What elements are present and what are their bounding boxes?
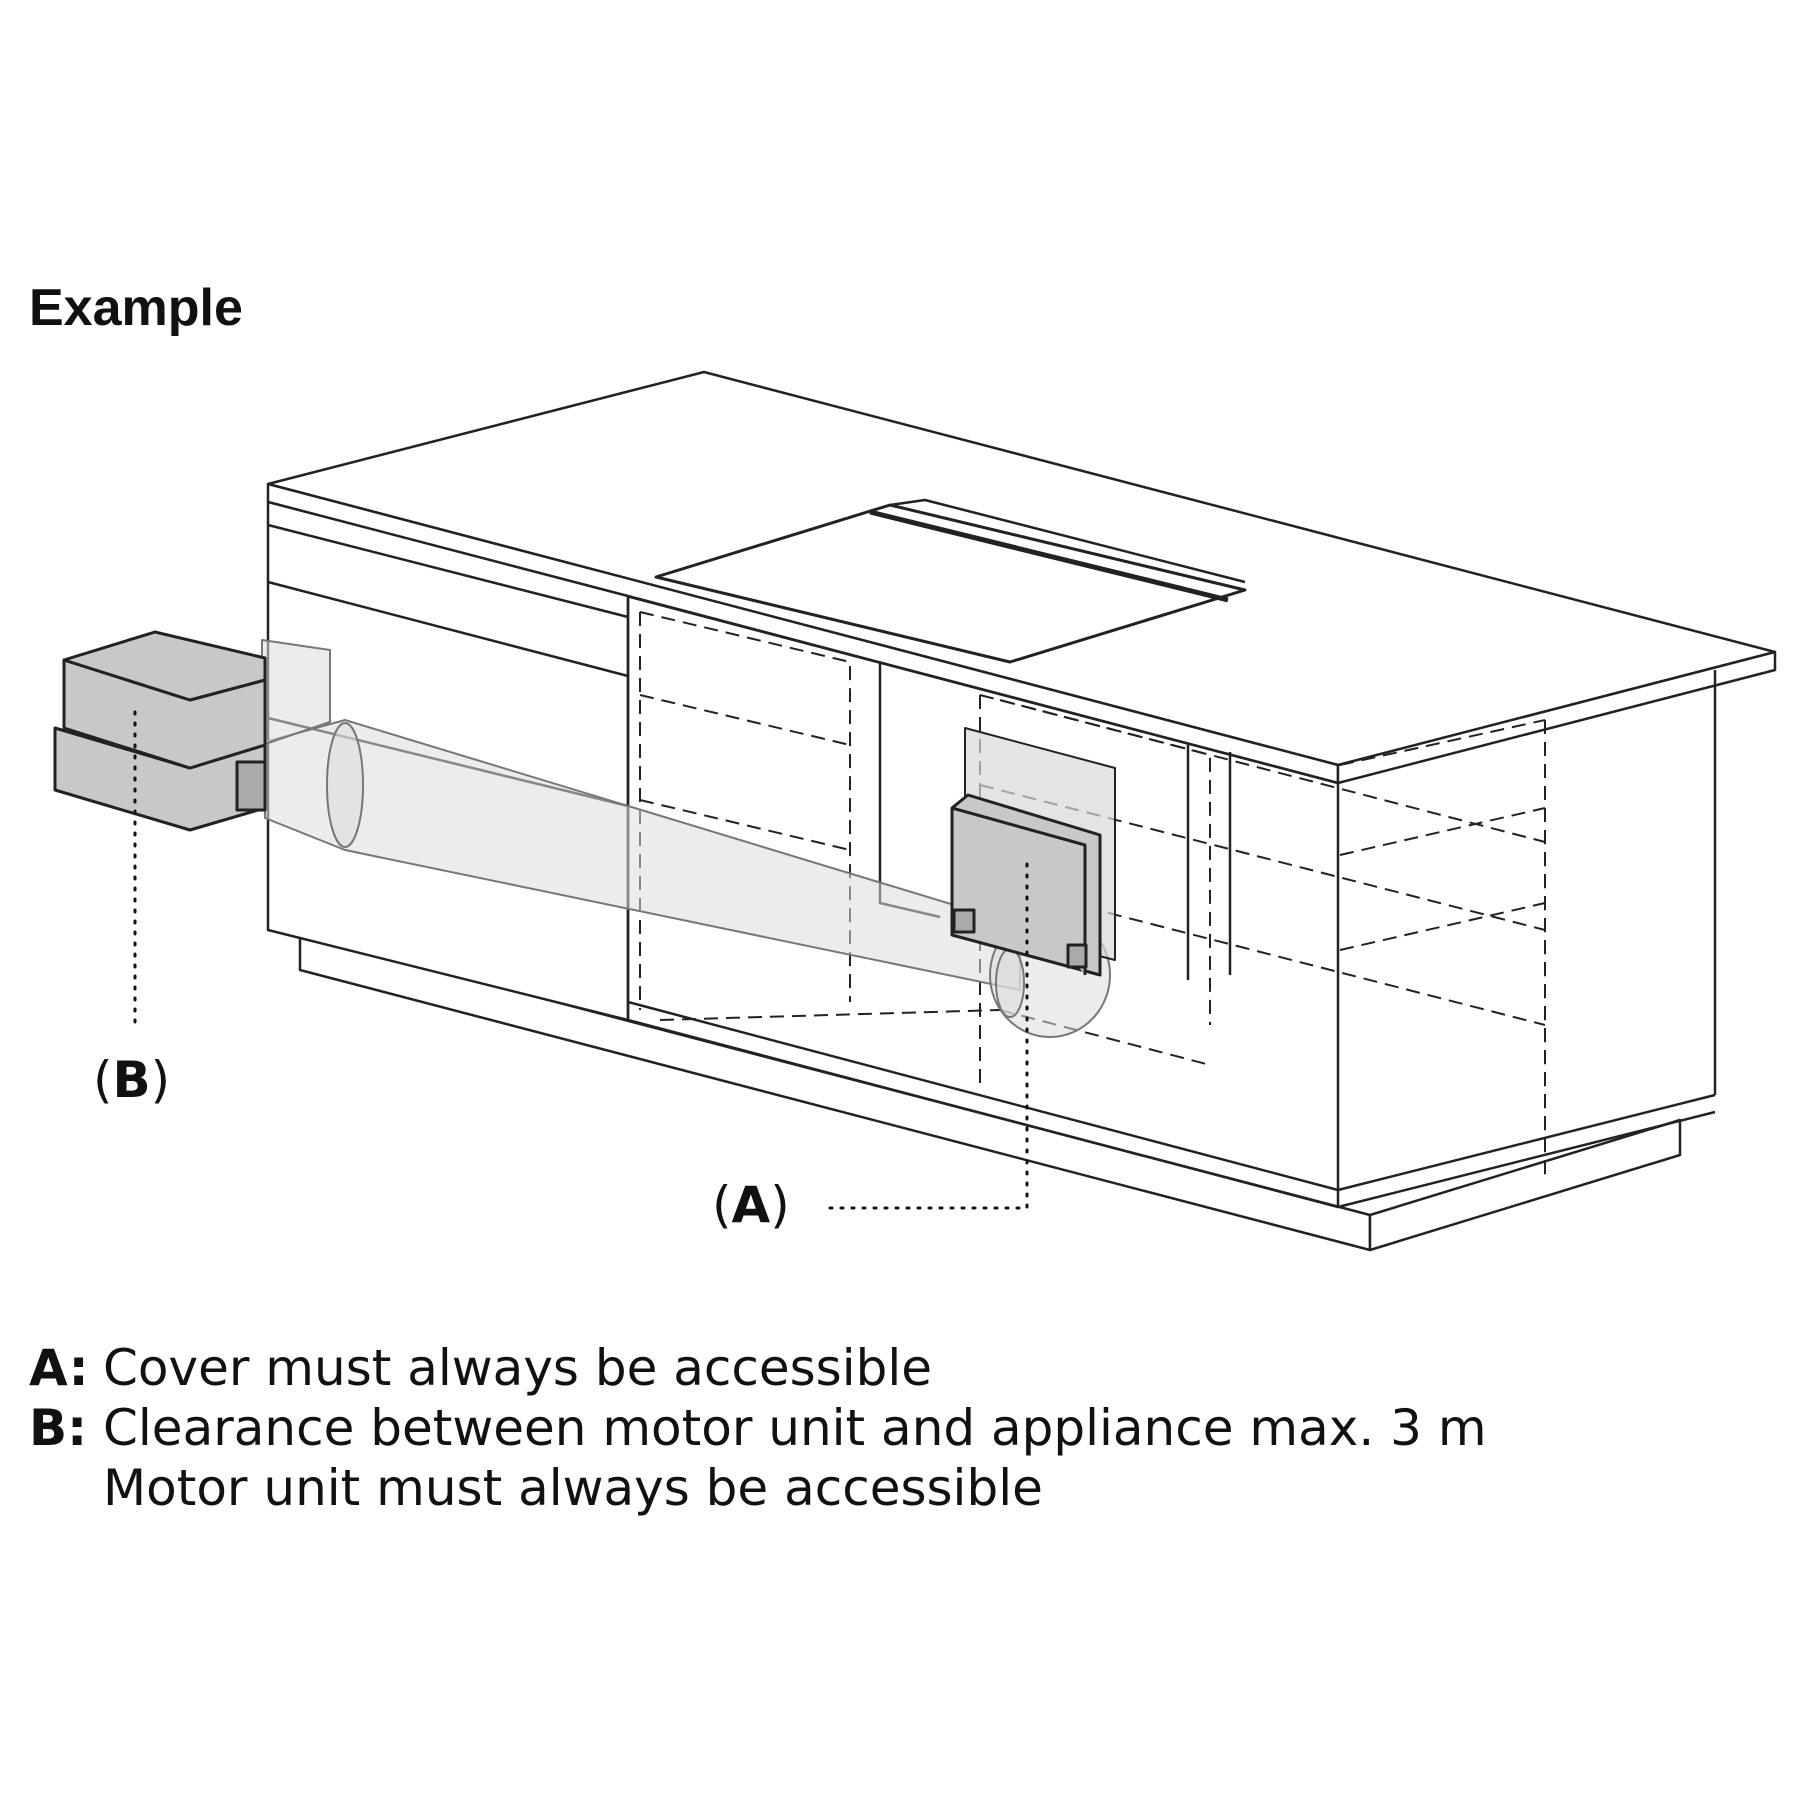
access-cover (950, 727, 1116, 977)
legend-text: Cover must always be accessible (103, 1339, 933, 1397)
callout-a: (A) (712, 1176, 790, 1234)
legend-item-a: A: Cover must always be accessible (29, 1338, 1487, 1398)
legend: A: Cover must always be accessible B: Cl… (29, 1338, 1487, 1518)
legend-item-b: B: Clearance between motor unit and appl… (29, 1398, 1487, 1458)
island-plinth (298, 933, 1682, 1252)
legend-text: Clearance between motor unit and applian… (103, 1399, 1487, 1457)
cabinet-body (627, 594, 1717, 1209)
hob-with-extractor (654, 498, 1247, 664)
legend-key: B: (29, 1399, 88, 1457)
callout-leaders (133, 710, 1029, 1210)
legend-item-b-continued: Motor unit must always be accessible (29, 1458, 1487, 1518)
legend-key: A: (29, 1339, 89, 1397)
callout-b: (B) (93, 1051, 171, 1109)
legend-text: Motor unit must always be accessible (103, 1459, 1043, 1517)
diagram-title: Example (29, 279, 243, 337)
motor-unit (53, 630, 267, 832)
